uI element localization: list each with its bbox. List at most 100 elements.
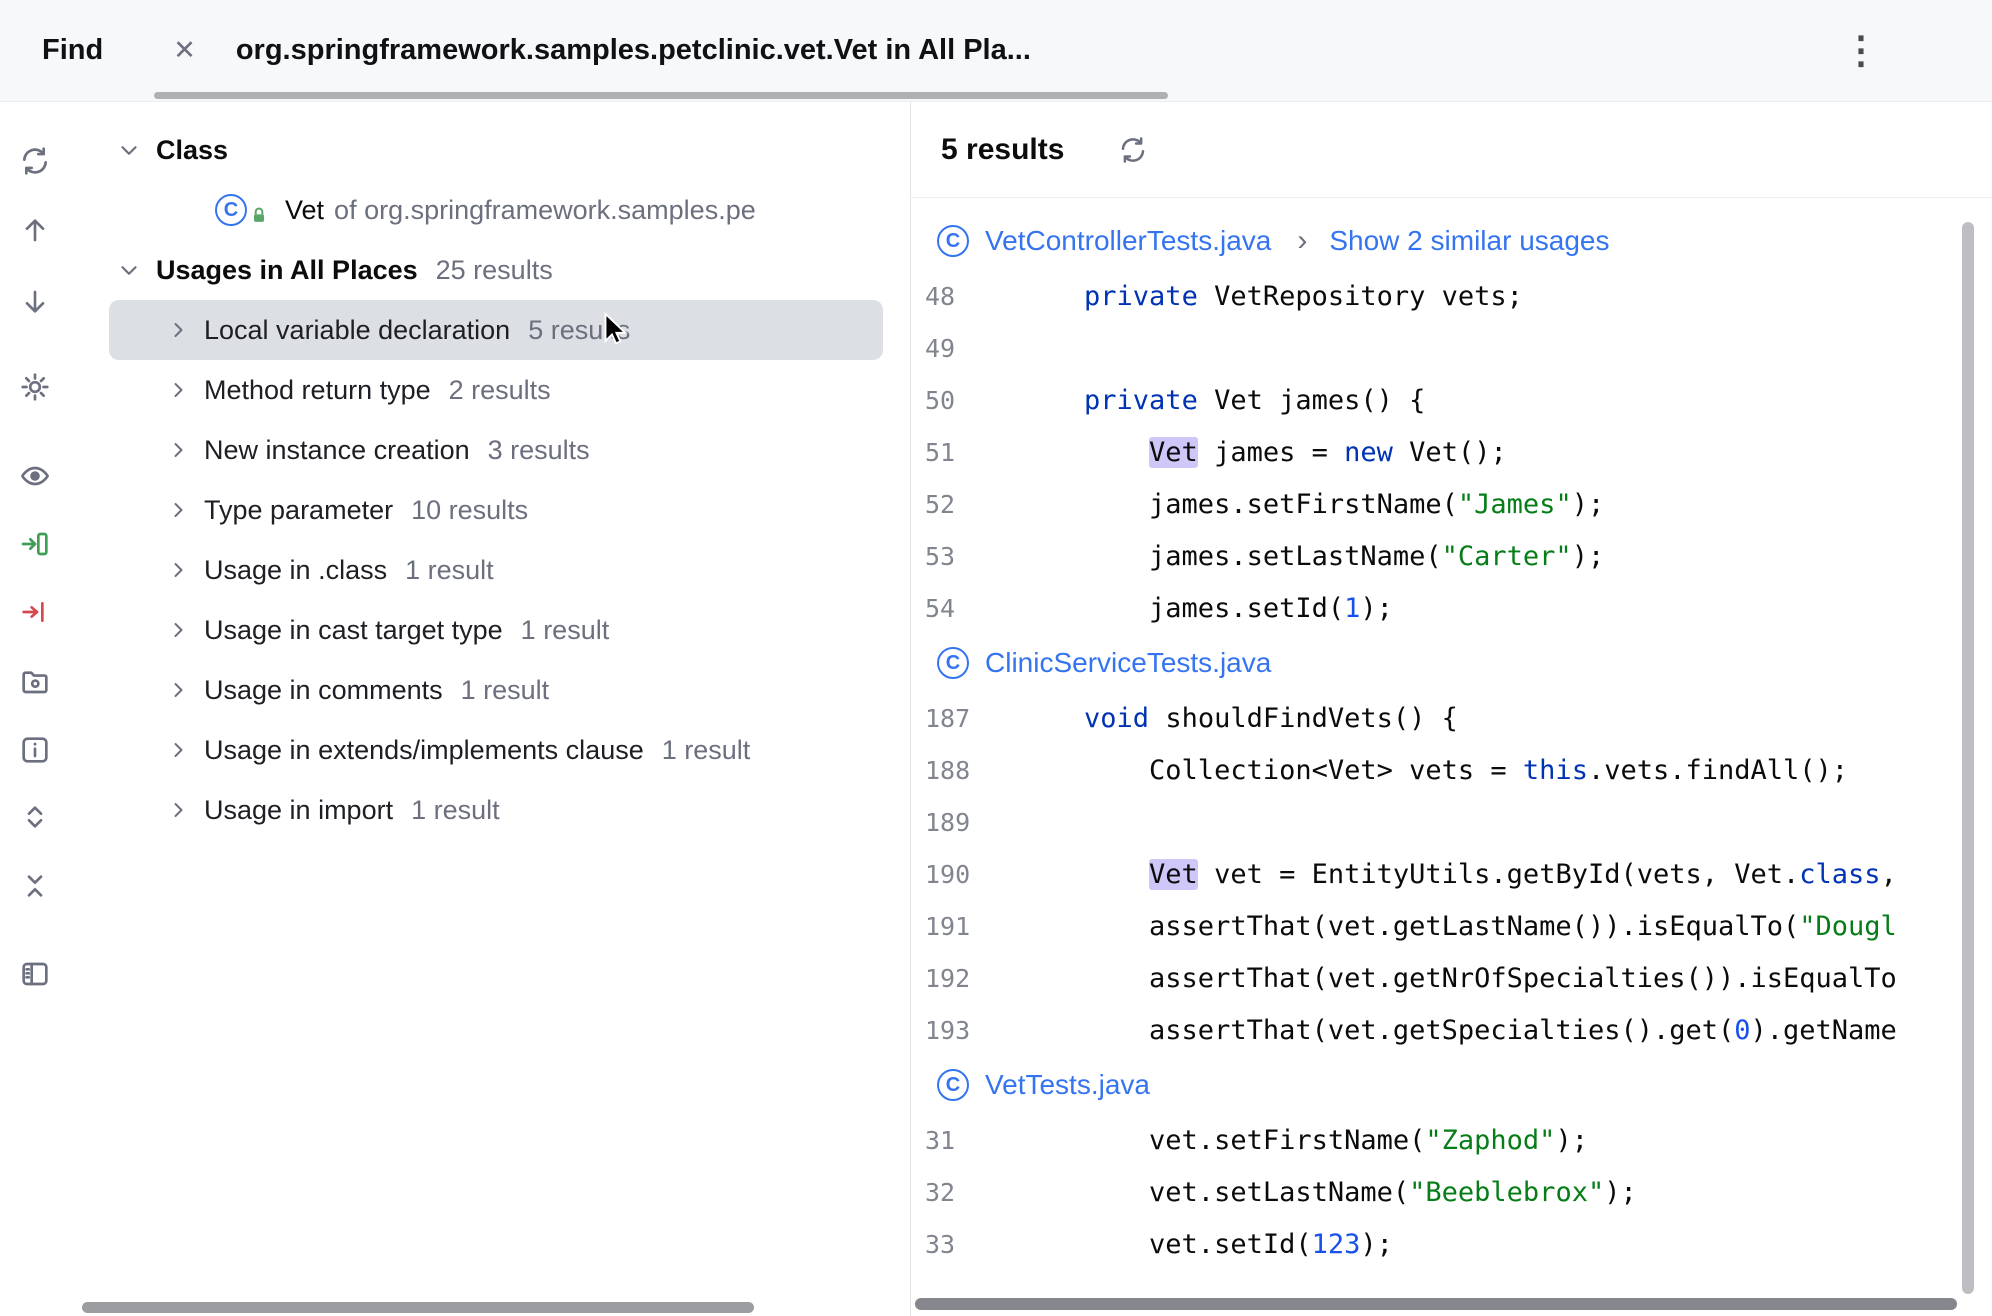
previous-occurrence-icon[interactable] (13, 208, 57, 252)
line-number: 190 (925, 859, 971, 889)
code-text: vet.setId(123); (1019, 1228, 1393, 1260)
tree-item[interactable]: New instance creation 3 results (70, 420, 910, 480)
close-tab-icon[interactable]: ✕ (173, 35, 196, 65)
file-link[interactable]: ClinicServiceTests.java (985, 647, 1272, 678)
file-link[interactable]: VetControllerTests.java (985, 225, 1272, 256)
results-panel: 5 results VetControllerTests.java›Show 2… (911, 102, 1992, 1316)
tree-item-count: 3 results (487, 434, 590, 465)
settings-icon[interactable] (13, 365, 57, 409)
results-horizontal-scrollbar[interactable] (915, 1298, 1957, 1310)
lock-icon (249, 202, 269, 233)
class-group-label: Class (156, 134, 229, 165)
find-toolbar (0, 102, 70, 1316)
tree-item-count: 1 result (520, 614, 610, 645)
code-line[interactable]: 33 vet.setId(123); (911, 1218, 1992, 1270)
preview-usages-icon[interactable] (13, 454, 57, 498)
tree-horizontal-scrollbar-top[interactable] (154, 92, 1168, 99)
code-line[interactable]: 193 assertThat(vet.getSpecialties().get(… (911, 1004, 1992, 1056)
file-link[interactable]: VetTests.java (985, 1069, 1150, 1100)
code-line[interactable]: 31 vet.setFirstName("Zaphod"); (911, 1114, 1992, 1166)
collapse-all-icon[interactable] (13, 864, 57, 908)
code-line[interactable]: 187 void shouldFindVets() { (911, 692, 1992, 744)
code-text: void shouldFindVets() { (1084, 702, 1458, 734)
tree-group-usages[interactable]: Usages in All Places 25 results (70, 240, 910, 300)
show-preview-panel-icon[interactable] (13, 952, 57, 996)
code-text: james.setFirstName("James"); (1019, 488, 1605, 520)
code-text: Vet james = new Vet(); (1149, 436, 1507, 468)
class-icon (937, 647, 969, 679)
code-line[interactable]: 191 assertThat(vet.getLastName()).isEqua… (911, 900, 1992, 952)
chevron-right-icon[interactable] (166, 378, 190, 402)
code-line[interactable]: 50 private Vet james() { (911, 374, 1992, 426)
code-text: assertThat(vet.getSpecialties().get(0).g… (1019, 1014, 1897, 1046)
line-number: 53 (925, 541, 956, 571)
tree-item-count: 1 result (661, 734, 751, 765)
group-by-directory-icon[interactable] (13, 660, 57, 704)
usages-group-label: Usages in All Places (156, 254, 418, 285)
jump-to-source-icon[interactable] (13, 522, 57, 566)
titlebar: Find ✕ org.springframework.samples.petcl… (0, 0, 1992, 102)
code-line[interactable]: 52 james.setFirstName("James"); (911, 478, 1992, 530)
autoscroll-to-source-icon[interactable] (13, 590, 57, 634)
next-occurrence-icon[interactable] (13, 280, 57, 324)
tree-item-label: Type parameter (204, 494, 394, 525)
code-line[interactable]: 49 (911, 322, 1992, 374)
class-name: Vet (285, 194, 325, 225)
line-number: 32 (925, 1177, 956, 1207)
expand-all-icon[interactable] (13, 795, 57, 839)
tool-window-tab[interactable]: Find (42, 34, 104, 66)
tree-item-vet-class[interactable]: Vet of org.springframework.samples.pe (70, 180, 910, 240)
tree-item[interactable]: Usage in extends/implements clause 1 resu… (70, 720, 910, 780)
chevron-right-icon[interactable] (166, 318, 190, 342)
code-line[interactable]: 188 Collection<Vet> vets = this.vets.fin… (911, 744, 1992, 796)
rerun-find-icon[interactable] (13, 139, 57, 183)
results-count-label: 5 results (941, 132, 1065, 166)
code-line[interactable]: 51 Vet james = new Vet(); (911, 426, 1992, 478)
code-line[interactable]: 54 james.setId(1); (911, 582, 1992, 634)
tree-item-label: Usage in cast target type (204, 614, 503, 645)
chevron-right-icon[interactable] (166, 438, 190, 462)
more-options-icon[interactable]: ⋮ (1842, 29, 1880, 72)
chevron-right-icon[interactable] (166, 498, 190, 522)
code-line[interactable]: 190 Vet vet = EntityUtils.getById(vets, … (911, 848, 1992, 900)
code-line[interactable]: 32 vet.setLastName("Beeblebrox"); (911, 1166, 1992, 1218)
chevron-right-icon[interactable] (166, 618, 190, 642)
code-line[interactable]: 48 private VetRepository vets; (911, 270, 1992, 322)
code-line[interactable]: 189 (911, 796, 1992, 848)
code-text: assertThat(vet.getLastName()).isEqualTo(… (1019, 910, 1897, 942)
chevron-right-icon[interactable] (166, 558, 190, 582)
code-text: private VetRepository vets; (1084, 280, 1523, 312)
chevron-down-icon[interactable] (116, 137, 142, 163)
chevron-right-icon[interactable] (166, 738, 190, 762)
tree-horizontal-scrollbar[interactable] (82, 1302, 754, 1313)
chevron-right-icon[interactable] (166, 678, 190, 702)
code-text: Vet vet = EntityUtils.getById(vets, Vet.… (1149, 858, 1897, 890)
line-number: 54 (925, 593, 956, 623)
similar-usages-link[interactable]: Show 2 similar usages (1329, 225, 1610, 256)
code-text: vet.setLastName("Beeblebrox"); (1019, 1176, 1637, 1208)
line-number: 50 (925, 385, 956, 415)
result-group-header: VetTests.java (911, 1056, 1992, 1114)
tree-item-label: Usage in extends/implements clause (204, 734, 644, 765)
tree-item[interactable]: Usage in cast target type 1 result (70, 600, 910, 660)
chevron-down-icon[interactable] (116, 257, 142, 283)
code-text: vet.setFirstName("Zaphod"); (1019, 1124, 1588, 1156)
code-line[interactable]: 53 james.setLastName("Carter"); (911, 530, 1992, 582)
refresh-results-icon[interactable] (1118, 135, 1148, 165)
tree-item-label: Usage in .class (204, 554, 388, 585)
chevron-right-icon[interactable] (166, 798, 190, 822)
usage-highlight: Vet (1149, 436, 1198, 468)
code-line[interactable]: 192 assertThat(vet.getNrOfSpecialties())… (911, 952, 1992, 1004)
usage-info-icon[interactable] (13, 728, 57, 772)
line-number: 52 (925, 489, 956, 519)
tree-item-label: New instance creation (204, 434, 470, 465)
code-text: assertThat(vet.getNrOfSpecialties()).isE… (1019, 962, 1897, 994)
tree-group-class[interactable]: Class (70, 120, 910, 180)
results-vertical-scrollbar[interactable] (1962, 222, 1974, 1294)
